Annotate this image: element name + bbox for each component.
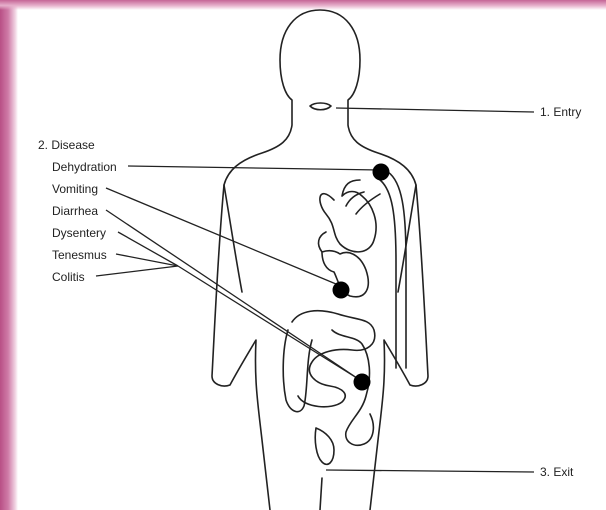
stomach-neck <box>319 232 326 252</box>
label-tenesmus: Tenesmus <box>52 248 107 262</box>
entry-leader <box>336 108 534 112</box>
rectum <box>315 428 334 464</box>
label-diarrhea: Diarrhea <box>52 204 98 218</box>
label-dysentery: Dysentery <box>52 226 106 240</box>
right-torso-line <box>398 185 416 292</box>
mouth <box>310 103 331 110</box>
label-dehydration: Dehydration <box>52 160 117 174</box>
leg-gap <box>320 478 322 510</box>
esophagus-inner <box>380 180 396 368</box>
exit-leader <box>326 470 534 472</box>
vomiting-leader <box>106 188 336 284</box>
label-entry: 1. Entry <box>540 105 581 119</box>
colitis-leader <box>96 266 178 276</box>
dehydration-leader <box>128 166 380 170</box>
label-disease: 2. Disease <box>38 138 95 152</box>
small-intestine <box>292 311 375 407</box>
dysentery-leader <box>118 232 178 266</box>
large-intestine <box>283 330 312 412</box>
label-colitis: Colitis <box>52 270 85 284</box>
heart <box>320 180 376 252</box>
colon-marker <box>354 374 371 391</box>
dehydration-marker <box>373 164 390 181</box>
label-vomiting: Vomiting <box>52 182 98 196</box>
vessel <box>346 192 380 214</box>
label-exit: 3. Exit <box>540 465 573 479</box>
stomach-marker <box>333 282 350 299</box>
